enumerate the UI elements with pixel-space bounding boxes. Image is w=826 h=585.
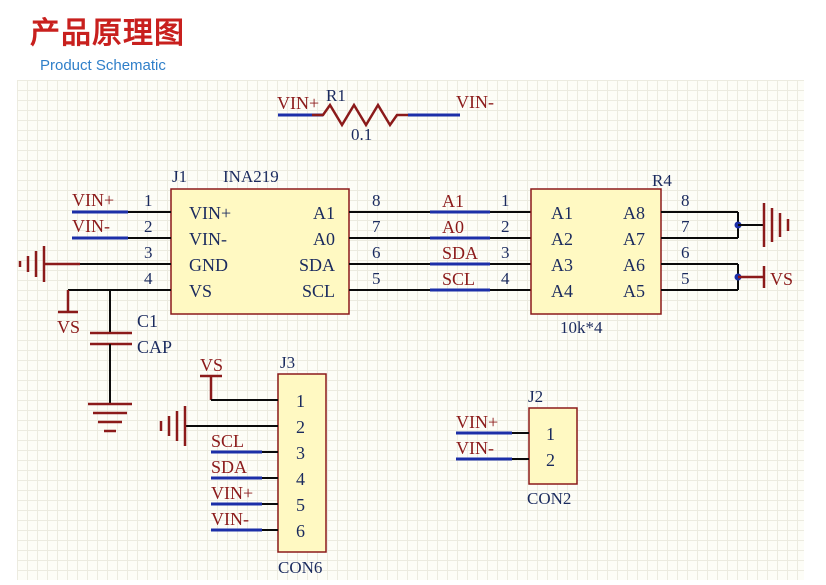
page-title: 产品原理图 <box>30 16 185 51</box>
r1-designator: R1 <box>326 86 346 105</box>
j1-vs-label: VS <box>57 317 80 337</box>
r1-right-net: VIN- <box>456 92 494 112</box>
j2-net-label: VIN+ <box>456 412 498 432</box>
r4-pin-name: A4 <box>551 281 573 301</box>
j1-pin-name: VIN- <box>189 229 227 249</box>
j2-pin-number: 1 <box>546 424 555 444</box>
j3-pin-number: 5 <box>296 495 305 515</box>
j3-designator: J3 <box>280 353 295 372</box>
c1-capacitor: VS C1 CAP <box>57 290 172 433</box>
page-subtitle: Product Schematic <box>40 57 166 74</box>
j3-part: CON6 <box>278 558 322 577</box>
r4-pin-number: 8 <box>681 191 690 210</box>
r4-pin-name: A7 <box>623 229 645 249</box>
r4-pin-number: 7 <box>681 217 690 236</box>
j1-pin-number: 5 <box>372 269 381 288</box>
r4-pin-name: A8 <box>623 203 645 223</box>
r1-left-net: VIN+ <box>277 93 319 113</box>
r4-pin-name: A5 <box>623 281 645 301</box>
j1-pin-number: 2 <box>144 217 153 236</box>
j1-designator: J1 <box>172 167 187 186</box>
j1-pin-number: 6 <box>372 243 381 262</box>
j3-connector: J3 VS SCL SDA VIN+ VIN- 1 2 3 4 5 6 <box>159 353 327 577</box>
j1-net-vin-plus: VIN+ <box>72 190 114 210</box>
r4-pin-number: 4 <box>501 269 510 288</box>
j1-pin-number: 1 <box>144 191 153 210</box>
j1-pin-name: GND <box>189 255 228 275</box>
j1-pin-number: 4 <box>144 269 153 288</box>
j1-pin-name: SCL <box>302 281 335 301</box>
j3-net-label: SDA <box>211 457 247 477</box>
bus-net-label: SDA <box>442 243 478 263</box>
i2c-address-bus: A1 A0 SDA SCL <box>349 191 531 292</box>
j1-part: INA219 <box>223 167 279 186</box>
r4-pin-number: 6 <box>681 243 690 262</box>
bus-net-label: A1 <box>442 191 464 211</box>
j2-designator: J2 <box>528 387 543 406</box>
r4-value: 10k*4 <box>560 318 603 337</box>
r4-vs-label: VS <box>770 269 793 289</box>
bus-net-label: A0 <box>442 217 464 237</box>
j3-ground-symbol <box>159 406 187 446</box>
r4-designator: R4 <box>652 171 672 190</box>
r4-pin-name: A3 <box>551 255 573 275</box>
j3-net-label: SCL <box>211 431 244 451</box>
j1-pin-number: 7 <box>372 217 381 236</box>
j1-pin-number: 8 <box>372 191 381 210</box>
r4-pin-name: A1 <box>551 203 573 223</box>
j1-net-vin-minus: VIN- <box>72 216 110 236</box>
schematic-sheet <box>17 80 804 580</box>
j2-part: CON2 <box>527 489 571 508</box>
j1-pin-name: A0 <box>313 229 335 249</box>
j2-connector: J2 VIN+ VIN- 1 2 CON2 <box>456 387 578 508</box>
c1-value: CAP <box>137 337 172 357</box>
r4-pin-number: 1 <box>501 191 510 210</box>
j3-pin-number: 6 <box>296 521 305 541</box>
r4-pin-name: A6 <box>623 255 645 275</box>
r4-pin-number: 2 <box>501 217 510 236</box>
j3-net-label: VIN+ <box>211 483 253 503</box>
j3-pin-number: 1 <box>296 391 305 411</box>
r4-pin-number: 5 <box>681 269 690 288</box>
j1-ina219: J1 INA219 VIN+ VIN- 1 2 3 4 VIN+ VIN- GN… <box>68 167 381 315</box>
j3-net-label: VIN- <box>211 509 249 529</box>
j3-pin-number: 3 <box>296 443 305 463</box>
r4-pin-number: 3 <box>501 243 510 262</box>
j1-pin-name: SDA <box>299 255 335 275</box>
j1-pin-name: A1 <box>313 203 335 223</box>
j3-pin-number: 2 <box>296 417 305 437</box>
r1-value: 0.1 <box>351 125 372 144</box>
j3-pin-number: 4 <box>296 469 305 489</box>
c1-ground-symbol <box>88 402 132 433</box>
j3-vs-label: VS <box>200 355 223 375</box>
j1-pin-name: VIN+ <box>189 203 231 223</box>
j1-pin-number: 3 <box>144 243 153 262</box>
r4-resistor-array: R4 1 2 3 4 A1 A2 A3 A4 A8 A7 A6 A5 8 7 6… <box>501 171 793 337</box>
r4-ground-symbol <box>762 203 790 247</box>
bus-net-label: SCL <box>442 269 475 289</box>
c1-designator: C1 <box>137 311 158 331</box>
j2-pin-number: 2 <box>546 450 555 470</box>
r4-pin-name: A2 <box>551 229 573 249</box>
j1-ground-symbol <box>18 246 80 282</box>
j2-net-label: VIN- <box>456 438 494 458</box>
r1-resistor: VIN+ R1 VIN- 0.1 <box>277 86 494 144</box>
j1-pin-name: VS <box>189 281 212 301</box>
